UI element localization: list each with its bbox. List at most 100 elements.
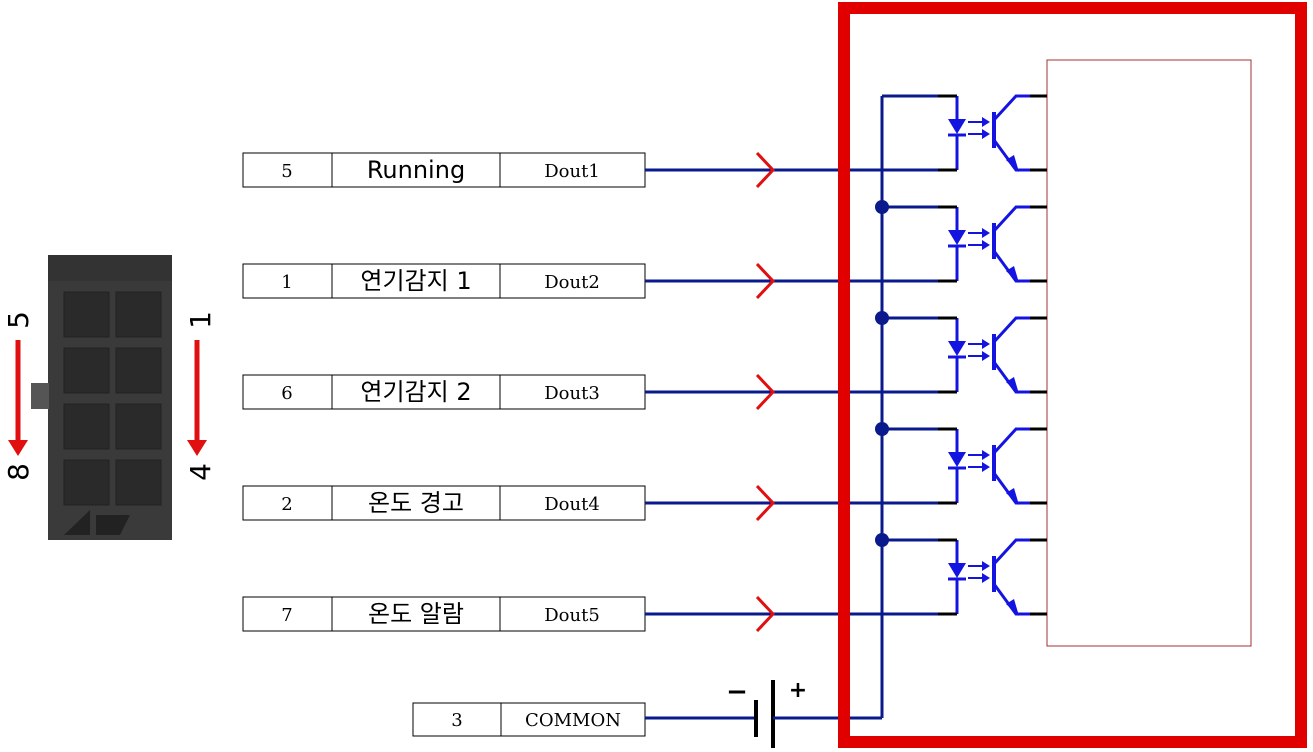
signal-name: 온도 알람: [368, 600, 464, 628]
junction-dot: [875, 311, 889, 325]
common-pin: 3: [451, 710, 462, 731]
signal-pin: 6: [281, 383, 292, 404]
pin-label-1: 1: [184, 311, 217, 329]
pin-label-8: 8: [2, 463, 35, 481]
output-cell: [499, 263, 646, 299]
direction-arrow: [755, 373, 776, 411]
pin-cell: [242, 263, 333, 299]
optocoupler: [875, 533, 1047, 616]
signal-row: 6 연기감지 2 Dout3: [242, 373, 945, 411]
emitter-arrow: [1006, 599, 1019, 616]
signal-row: 5 Running Dout1: [242, 151, 945, 189]
output-cell: [499, 152, 646, 188]
connector-cavities: [63, 291, 162, 506]
signal-pin: 2: [281, 494, 292, 515]
led-symbol: [948, 452, 966, 467]
transistor-emitter: [992, 583, 1047, 616]
name-cell: [331, 152, 501, 188]
light-ray-head: [982, 228, 990, 238]
signal-pin: 5: [281, 161, 292, 182]
signal-name: 온도 경고: [368, 489, 464, 517]
name-cell: [331, 263, 501, 299]
name-cell: [331, 374, 501, 410]
connector-key-left: [64, 510, 90, 535]
output-cell: [499, 596, 646, 632]
transistor-collector: [992, 427, 1047, 455]
direction-arrow: [755, 151, 776, 189]
optocoupler: [882, 94, 1047, 172]
light-ray-head: [982, 129, 990, 139]
light-ray-head: [982, 117, 990, 127]
light-ray-head: [982, 339, 990, 349]
light-ray-head: [982, 240, 990, 250]
direction-arrow: [755, 484, 776, 522]
signal-output: Dout2: [544, 272, 600, 293]
transistor-collector: [992, 316, 1047, 344]
led-symbol: [948, 341, 966, 356]
junction-dot: [875, 533, 889, 547]
transistor-collector: [992, 94, 1047, 122]
name-cell: [331, 596, 501, 632]
common-row: 3 COMMON: [412, 702, 756, 737]
light-ray-head: [982, 573, 990, 583]
optocoupler: [875, 311, 1047, 394]
transistor-emitter: [992, 472, 1047, 505]
signal-pin: 7: [281, 605, 292, 626]
emitter-arrow: [1006, 377, 1019, 394]
connector-top-strip: [48, 255, 172, 281]
light-ray-head: [982, 351, 990, 361]
led-symbol: [948, 119, 966, 134]
device-enclosure: [838, 2, 1307, 748]
connector-graphic: 5 8 1 4: [2, 255, 217, 540]
signal-pin: 1: [281, 272, 292, 293]
optocoupler-stages: [875, 94, 1047, 616]
pin-cell: [242, 152, 333, 188]
signal-output: Dout4: [544, 494, 600, 515]
transistor-emitter: [992, 250, 1047, 283]
signal-output: Dout1: [544, 161, 600, 182]
battery-symbol: − +: [726, 677, 882, 748]
signal-row: 1 연기감지 1 Dout2: [242, 262, 945, 300]
signal-name: 연기감지 2: [360, 378, 471, 406]
signal-output: Dout3: [544, 383, 600, 404]
light-ray-head: [982, 450, 990, 460]
pin-label-4: 4: [184, 463, 217, 481]
common-label-cell: [500, 702, 646, 737]
signal-row: 2 온도 경고 Dout4: [242, 484, 945, 522]
transistor-emitter: [992, 361, 1047, 394]
signal-rows: 5 Running Dout1 1 연기감지 1 Dout2 6 연기감지 2 Dout3 2 온도…: [242, 151, 945, 633]
optocoupler: [875, 422, 1047, 505]
pin-cell: [242, 374, 333, 410]
transistor-collector: [992, 205, 1047, 233]
pin-label-5: 5: [2, 311, 35, 329]
connector-latch: [31, 383, 49, 409]
junction-dot: [875, 200, 889, 214]
pin-cell: [242, 596, 333, 632]
transistor-emitter: [992, 139, 1047, 172]
light-ray-head: [982, 561, 990, 571]
optocoupler: [875, 200, 1047, 283]
led-symbol: [948, 230, 966, 245]
common-label: COMMON: [525, 710, 621, 731]
emitter-arrow: [1006, 488, 1019, 505]
light-ray-head: [982, 462, 990, 472]
signal-name: 연기감지 1: [360, 267, 471, 295]
transistor-collector: [992, 538, 1047, 566]
led-symbol: [948, 563, 966, 578]
direction-arrow: [755, 262, 776, 300]
signal-name: Running: [367, 156, 465, 184]
pin-cell: [242, 485, 333, 521]
direction-arrow: [755, 595, 776, 633]
device-output-block: [1046, 59, 1252, 647]
battery-minus-label: −: [726, 677, 748, 707]
battery-plus-label: +: [789, 678, 807, 703]
emitter-arrow: [1006, 155, 1019, 172]
output-cell: [499, 485, 646, 521]
emitter-arrow: [1006, 266, 1019, 283]
pin-order-arrow-right: [187, 340, 207, 456]
junction-dot: [875, 422, 889, 436]
connector-key-right: [96, 515, 130, 535]
pin-order-arrow-left: [8, 340, 28, 456]
